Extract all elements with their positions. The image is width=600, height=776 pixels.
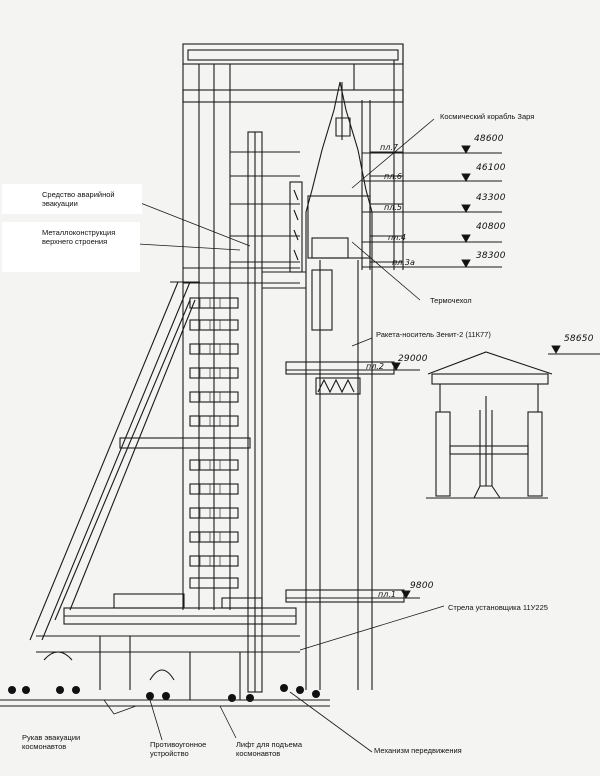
escape-column xyxy=(247,131,263,693)
service-truss xyxy=(262,181,405,603)
transport-wheels xyxy=(8,684,320,702)
leader-lines xyxy=(103,118,445,753)
platform-stack xyxy=(119,297,251,589)
label-escape-sleeve: Рукав эвакуации космонавтов xyxy=(22,733,81,751)
label-rocket: Ракета-носитель Зенит-2 (11К77) xyxy=(376,330,491,339)
label-box-escape xyxy=(2,184,142,214)
elevation-29000: 29000 xyxy=(398,354,428,364)
elevation-40800: 40800 xyxy=(476,222,506,232)
label-metalwork: Металлоконструкция верхнего строения xyxy=(42,228,116,246)
label-boom: Стрела установщика 11У225 xyxy=(448,603,548,612)
level-pl5: пл.5 xyxy=(384,203,402,212)
level-pl6: пл.6 xyxy=(384,172,402,181)
escape-chute xyxy=(29,281,200,641)
launcher-base xyxy=(36,593,300,700)
level-pl2: пл.2 xyxy=(366,362,384,371)
rocket xyxy=(305,81,373,690)
level-pl3a: пл.3а xyxy=(392,258,415,267)
label-lift: Лифт для подъема космонавтов xyxy=(236,740,302,758)
elevation-9800: 9800 xyxy=(410,581,434,591)
label-box-metalwork xyxy=(2,222,140,272)
level-pl7: пл.7 xyxy=(380,143,398,152)
elevation-38300: 38300 xyxy=(476,251,506,261)
elevation-43300: 43300 xyxy=(476,193,506,203)
level-marks xyxy=(286,145,600,599)
level-pl4: пл.4 xyxy=(388,233,406,242)
label-spacecraft: Космический корабль Заря xyxy=(440,112,535,121)
label-mechanism: Механизм передвижения xyxy=(374,746,462,755)
label-anti-theft: Противоугонное устройство xyxy=(150,740,207,758)
inset-tower-sketch xyxy=(426,351,553,499)
tower-frame xyxy=(182,43,404,610)
elevation-46100: 46100 xyxy=(476,163,506,173)
level-pl1: пл.1 xyxy=(378,590,396,599)
elevation-48600: 48600 xyxy=(474,134,504,144)
label-thermal-cover: Термочехол xyxy=(430,296,472,305)
label-escape-system: Средство аварийной эвакуации xyxy=(42,190,115,208)
elevation-58650: 58650 xyxy=(564,334,594,344)
